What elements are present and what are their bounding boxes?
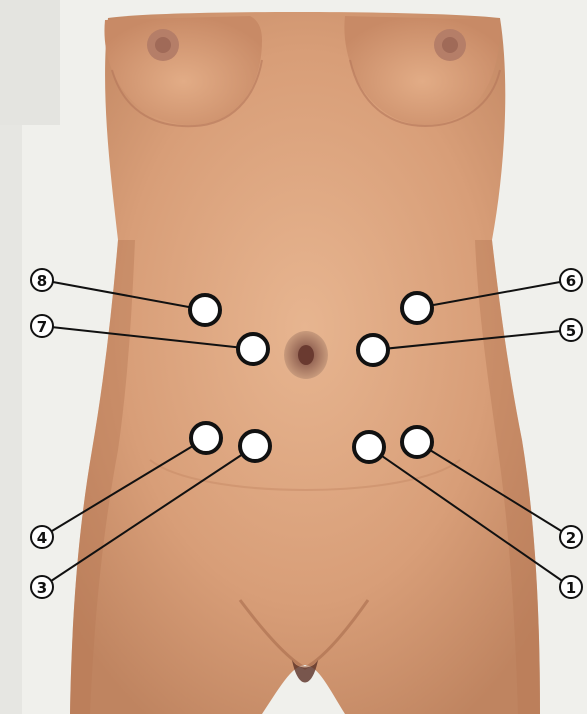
- label-number-8: 8: [37, 272, 47, 290]
- electrode-marker-8: [190, 295, 220, 325]
- electrode-marker-1: [354, 432, 384, 462]
- background-patch-top-left: [0, 0, 60, 125]
- label-number-5: 5: [566, 322, 576, 340]
- electrode-marker-2: [402, 427, 432, 457]
- electrode-marker-7: [238, 334, 268, 364]
- left-nipple-center: [155, 37, 171, 53]
- label-number-2: 2: [566, 529, 576, 547]
- background-strip-left: [0, 125, 22, 714]
- electrode-marker-5: [358, 335, 388, 365]
- electrode-marker-3: [240, 431, 270, 461]
- label-number-1: 1: [566, 579, 576, 597]
- electrode-marker-6: [402, 293, 432, 323]
- label-number-4: 4: [37, 529, 47, 547]
- label-number-3: 3: [37, 579, 47, 597]
- navel-center: [298, 345, 314, 365]
- label-number-6: 6: [566, 272, 576, 290]
- right-nipple-center: [442, 37, 458, 53]
- label-number-7: 7: [37, 318, 47, 336]
- electrode-marker-4: [191, 423, 221, 453]
